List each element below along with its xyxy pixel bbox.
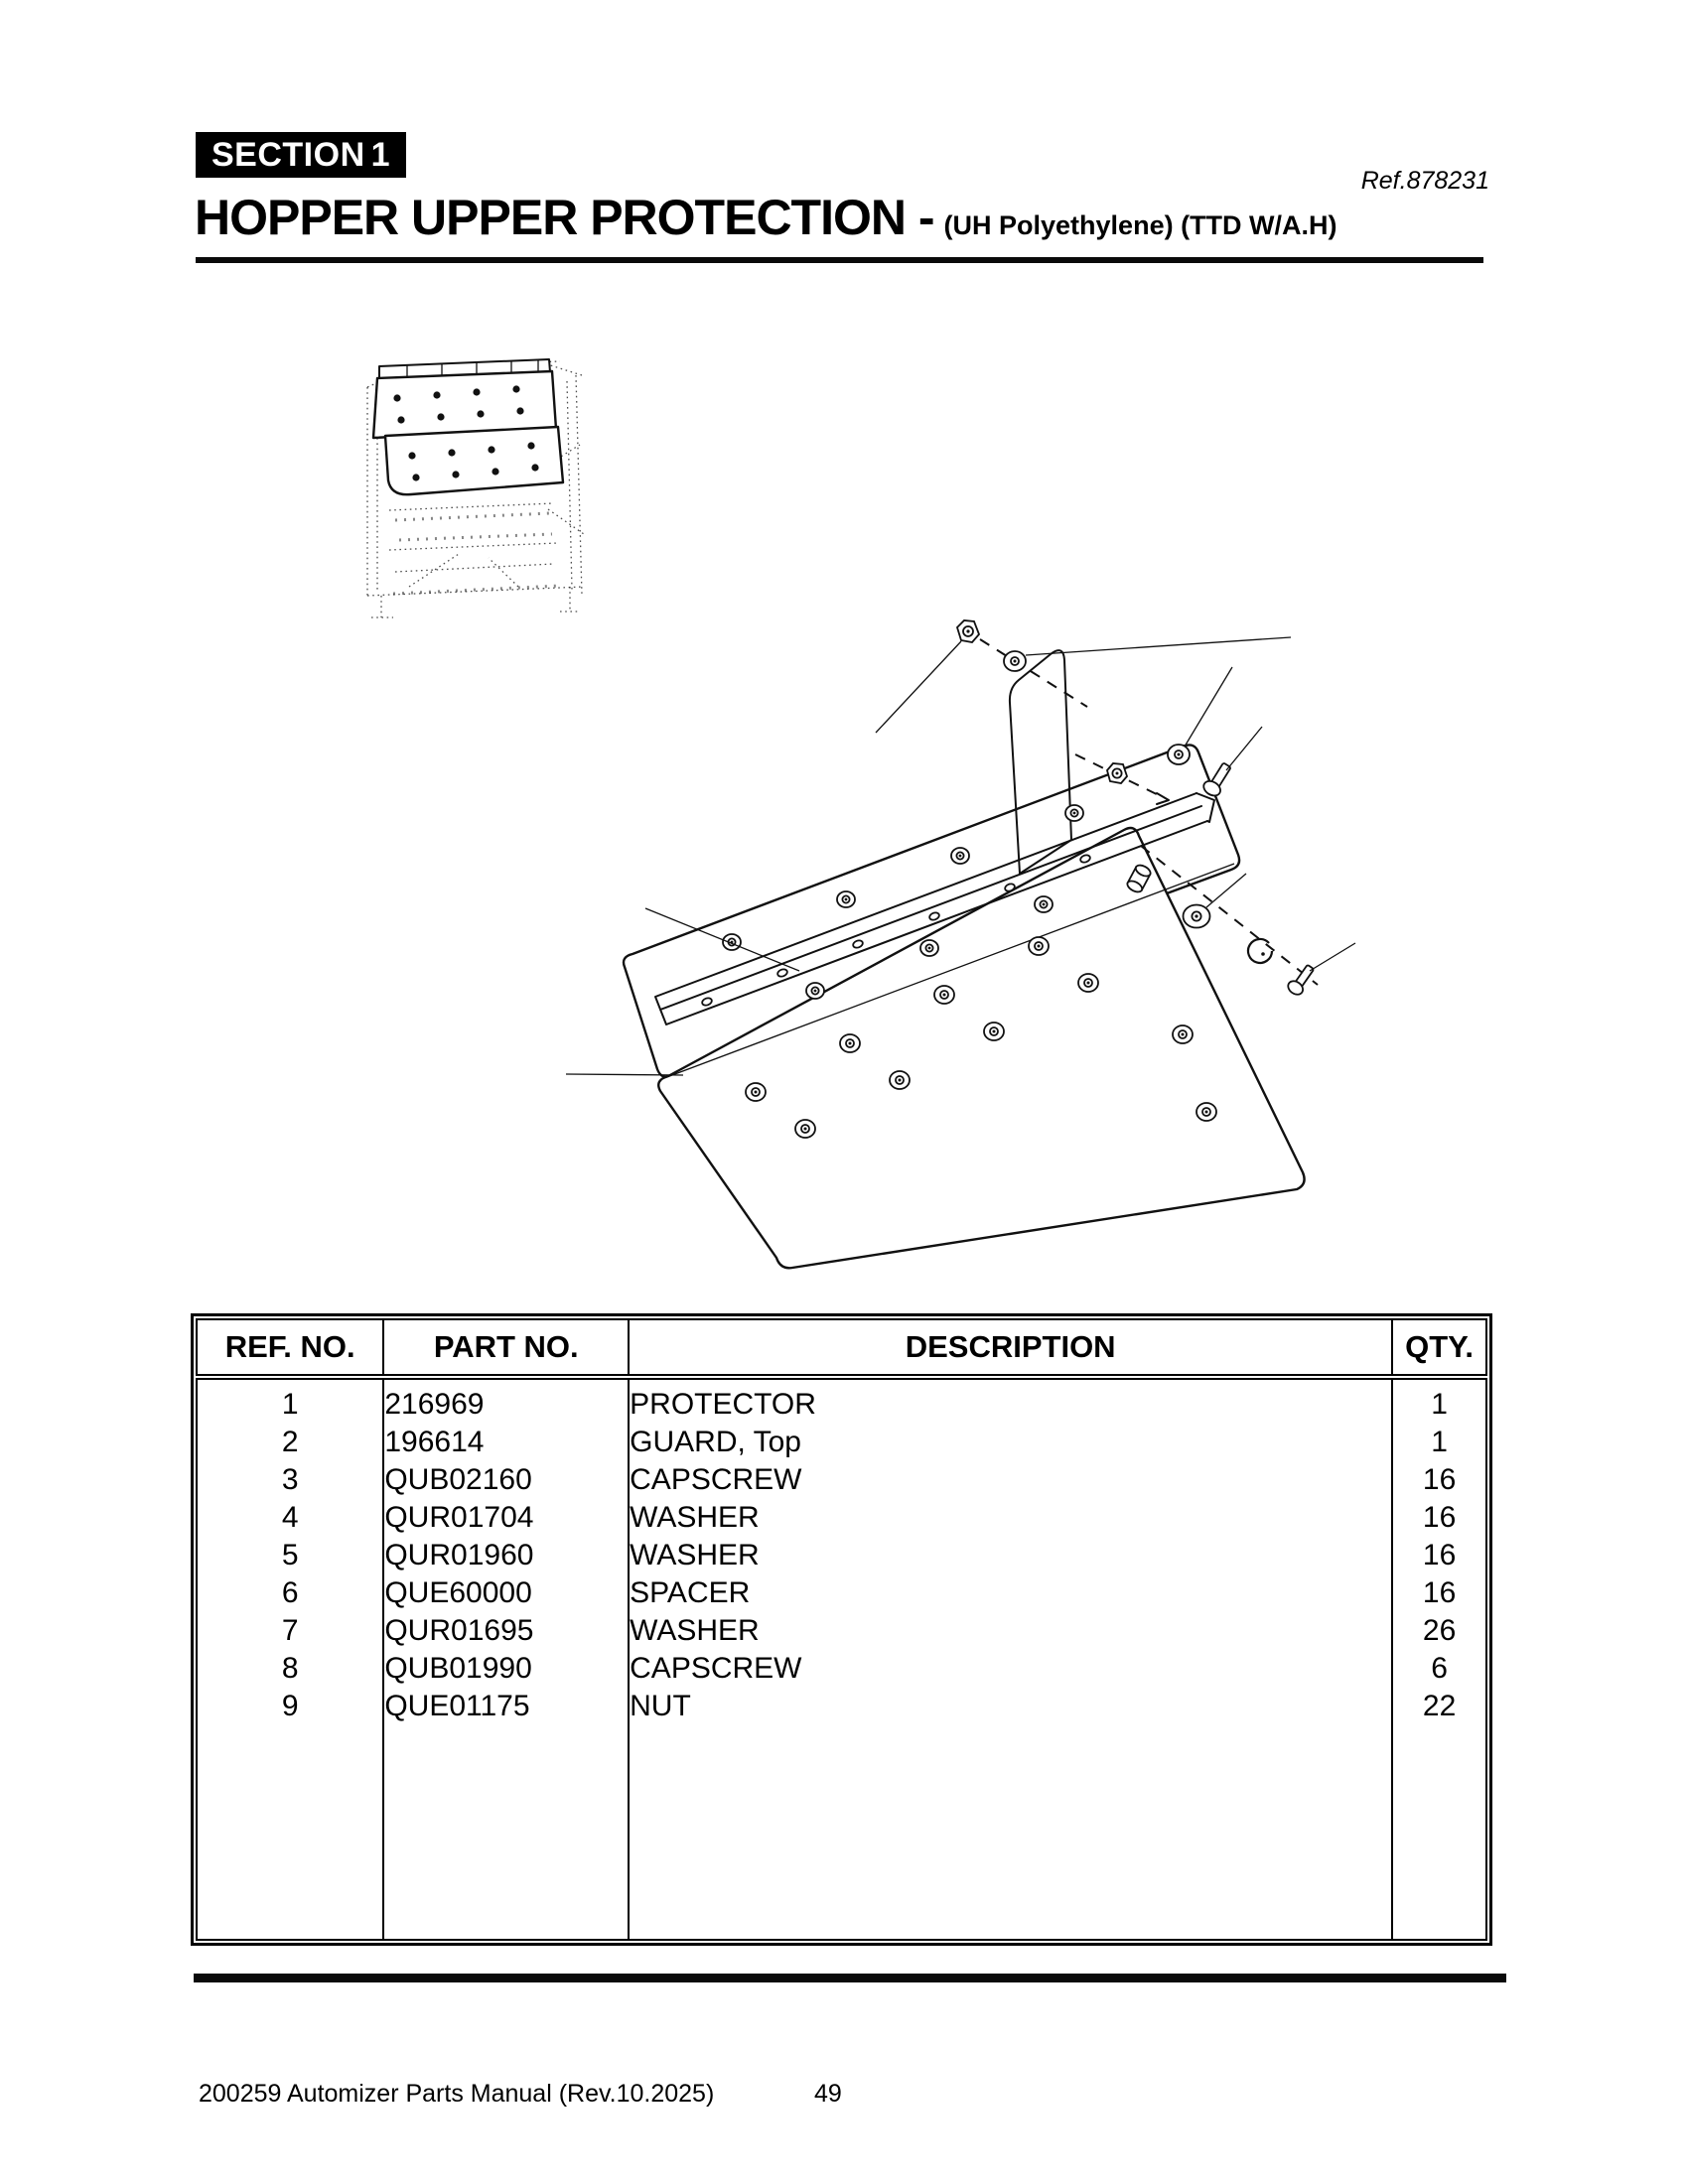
description-cell: GUARD, Top [629,1424,1394,1461]
ref-no-cell: 4 [197,1499,385,1537]
ref-no-cell: 5 [197,1537,385,1574]
page-title-suffix: (UH Polyethylene) (TTD W/A.H) [943,210,1337,240]
part-no-cell: QUE01175 [383,1688,631,1725]
table-row: 2 196614 GUARD, Top 1 [197,1424,1486,1461]
table-row: 9 QUE01175 NUT 22 [197,1688,1486,1725]
section-number: 1 [370,135,390,174]
qty-cell: 26 [1422,1614,1457,1647]
description-cell: CAPSCREW [629,1650,1394,1688]
part-no-cell: QUE60000 [383,1574,631,1612]
footer-manual-title: 200259 Automizer Parts Manual (Rev.10.20… [199,2080,715,2108]
exploded-parts-diagram [551,491,1395,1305]
ref-no-cell: 7 [197,1612,385,1650]
table-row: 4 QUR01704 WASHER 16 [197,1499,1486,1537]
table-row: 7 QUR01695 WASHER 26 [197,1612,1486,1650]
description-cell: NUT [629,1688,1394,1725]
table-row: 8 QUB01990 CAPSCREW 6 [197,1650,1486,1688]
col-header-ref-no: REF. NO. [197,1319,385,1380]
part-no-cell: QUR01704 [383,1499,631,1537]
qty-cell: 16 [1422,1539,1457,1571]
reference-number: Ref.878231 [1360,167,1489,195]
qty-cell: 16 [1422,1576,1457,1609]
part-no-cell: 196614 [383,1424,631,1461]
description-cell: PROTECTOR [629,1377,1394,1424]
section-badge: SECTION 1 [196,132,406,178]
ref-no-cell: 8 [197,1650,385,1688]
ref-no-cell: 1 [197,1377,385,1424]
qty-cell: 1 [1431,1388,1448,1421]
description-cell: CAPSCREW [629,1461,1394,1499]
description-cell: WASHER [629,1612,1394,1650]
col-header-qty: QTY. [1392,1319,1486,1380]
description-cell: WASHER [629,1499,1394,1537]
part-no-cell: QUR01695 [383,1612,631,1650]
col-header-part-no: PART NO. [383,1319,631,1380]
page-title-main: HOPPER UPPER PROTECTION - [195,190,935,245]
qty-cell: 22 [1422,1690,1457,1722]
ref-no-cell: 6 [197,1574,385,1612]
table-header-row: REF. NO. PART NO. DESCRIPTION QTY. [197,1319,1486,1380]
section-label: SECTION [211,135,365,174]
ref-no-cell: 9 [197,1688,385,1725]
table-row: 6 QUE60000 SPACER 16 [197,1574,1486,1612]
part-no-cell: 216969 [383,1377,631,1424]
ref-no-cell: 3 [197,1461,385,1499]
part-no-cell: QUR01960 [383,1537,631,1574]
qty-cell: 16 [1422,1463,1457,1496]
table-row: 5 QUR01960 WASHER 16 [197,1537,1486,1574]
table-row: 3 QUB02160 CAPSCREW 16 [197,1461,1486,1499]
footer-page-number: 49 [814,2080,842,2108]
page-title: HOPPER UPPER PROTECTION - (UH Polyethylen… [195,189,1495,246]
qty-cell: 1 [1431,1426,1448,1458]
parts-table: REF. NO. PART NO. DESCRIPTION QTY. 1 216… [191,1313,1492,1946]
ref-no-cell: 2 [197,1424,385,1461]
qty-cell: 16 [1422,1501,1457,1534]
table-row: 1 216969 PROTECTOR 1 [197,1377,1486,1424]
machine-location-sketch [350,345,600,631]
part-no-cell: QUB01990 [383,1650,631,1688]
description-cell: WASHER [629,1537,1394,1574]
header-divider [196,257,1483,263]
table-filler-row [197,1725,1486,1940]
col-header-description: DESCRIPTION [629,1319,1394,1380]
footer-divider [194,1974,1506,1982]
part-no-cell: QUB02160 [383,1461,631,1499]
description-cell: SPACER [629,1574,1394,1612]
qty-cell: 6 [1431,1652,1448,1685]
